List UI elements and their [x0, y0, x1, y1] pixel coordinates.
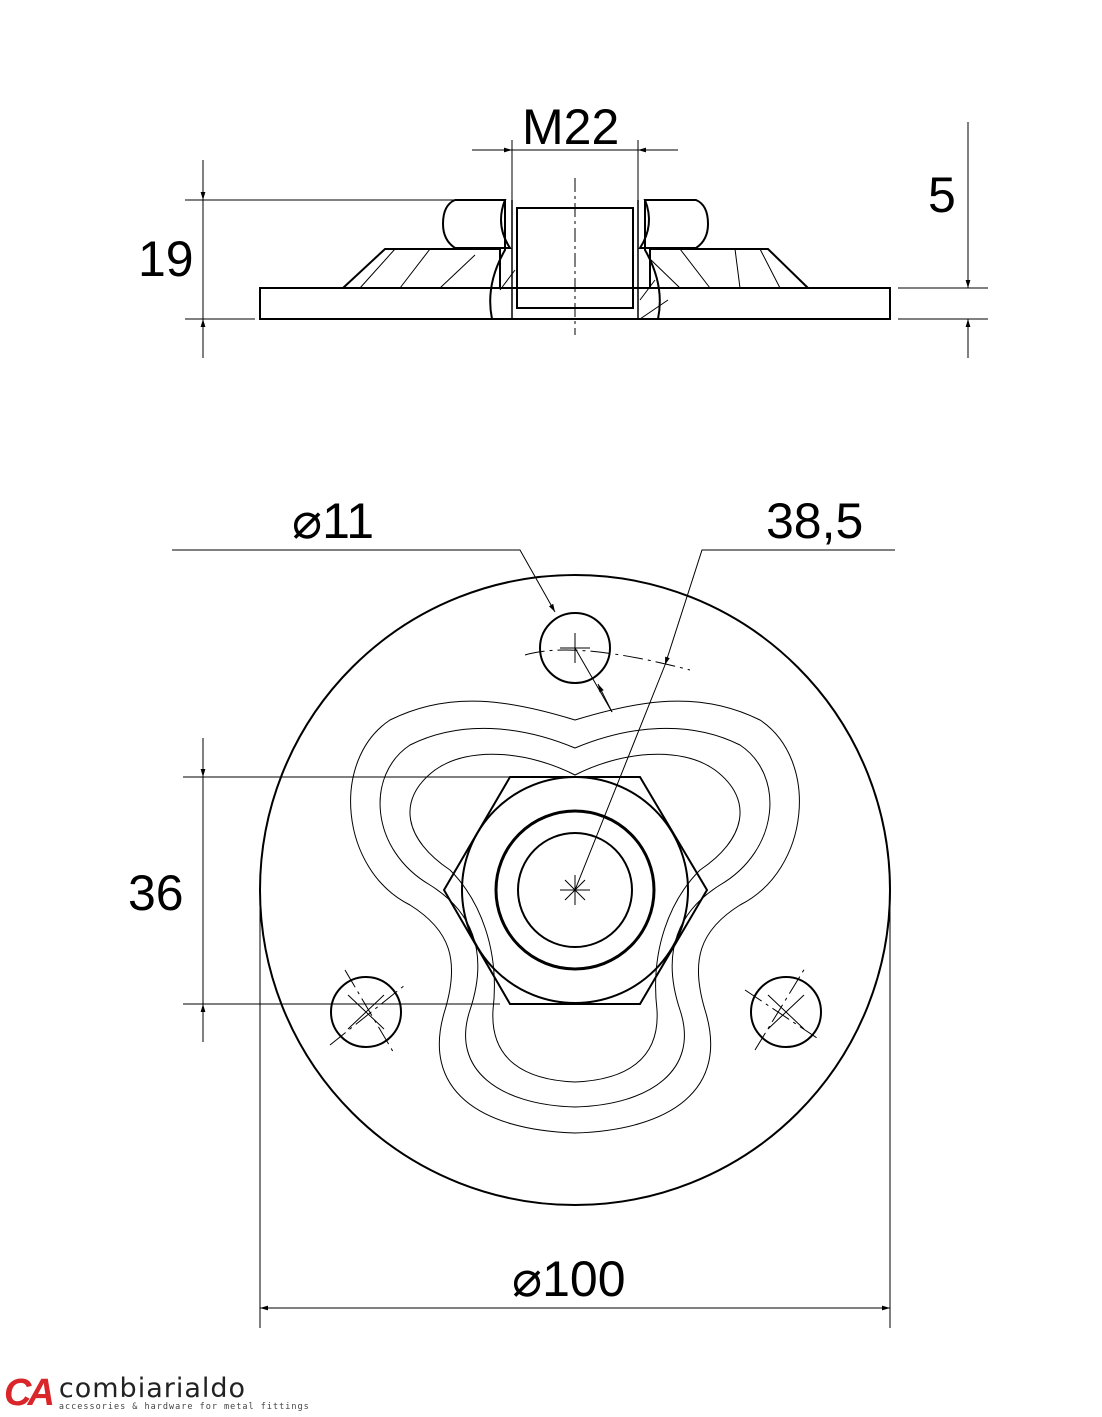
- cone-left: [342, 248, 501, 289]
- dim-nut-width: 36: [128, 865, 184, 921]
- hex-nut: [442, 776, 709, 1005]
- brand-logo: CA combiarialdo accessories & hardware f…: [4, 1372, 310, 1415]
- mounting-hole: [539, 612, 611, 684]
- dim-hole-circle-radius: 38,5: [766, 493, 863, 549]
- dim-hole-diameter: ⌀11: [292, 493, 374, 549]
- mounting-hole: [750, 976, 822, 1048]
- logo-tagline: accessories & hardware for metal fitting…: [58, 1401, 310, 1412]
- dim-plate-diameter: ⌀100: [512, 1251, 626, 1307]
- top-view: [172, 549, 895, 1328]
- cone-right: [649, 248, 809, 289]
- side-view: [185, 122, 988, 358]
- logo-name: combiarialdo: [58, 1372, 247, 1404]
- dim-height: 19: [138, 231, 194, 287]
- embossed-contour: [350, 700, 800, 1134]
- nut: [441, 199, 512, 249]
- dim-plate-thickness: 5: [928, 167, 956, 223]
- mounting-hole: [330, 976, 402, 1048]
- dim-thread: M22: [522, 99, 619, 155]
- logo-mark: CA: [4, 1372, 55, 1414]
